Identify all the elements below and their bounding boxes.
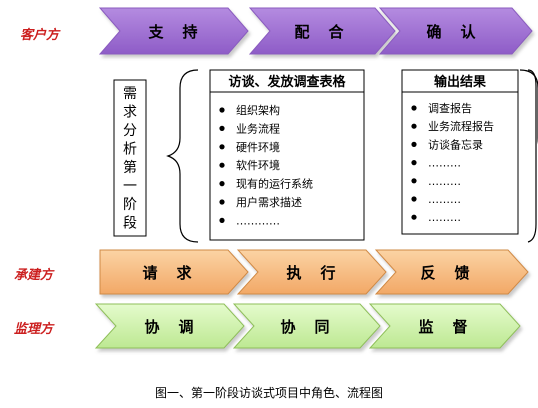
supervisor-step-2: 协 同	[280, 318, 331, 336]
output-item: ………	[428, 193, 461, 206]
output-item: 访谈备忘录	[428, 137, 483, 151]
supervisor-chevron-2	[232, 303, 381, 349]
contractor-row: 请 求 执 行 反 馈	[99, 249, 529, 295]
client-row: 支 持 配 合 确 认	[98, 7, 533, 55]
brace-left	[166, 69, 199, 243]
survey-item: 组织架构	[236, 103, 280, 117]
phase-label-char: 段	[123, 216, 137, 232]
output-bullet	[411, 214, 417, 220]
output-bullet	[411, 160, 417, 166]
output-bullet	[411, 123, 417, 129]
brace-right	[519, 69, 538, 145]
supervisor-step-1: 协 调	[144, 318, 195, 336]
brace-right-lower	[527, 69, 537, 243]
output-bullet	[411, 105, 417, 111]
contractor-step-3: 反 馈	[420, 264, 471, 282]
output-bullet	[411, 178, 417, 184]
output-item: ………	[428, 175, 461, 188]
survey-bullet	[219, 144, 225, 150]
survey-item: …………	[236, 214, 280, 227]
contractor-step-1: 请 求	[142, 264, 193, 282]
survey-item: 硬件环境	[236, 140, 280, 154]
survey-bullet	[219, 199, 225, 205]
supervisor-row: 协 调 协 同 监 督	[94, 303, 521, 349]
survey-bullet	[219, 125, 225, 131]
survey-item: 用户需求描述	[236, 195, 302, 209]
supervisor-chevron-3	[368, 303, 521, 349]
phase-label-char: 求	[123, 105, 137, 121]
client-step-2: 配 合	[294, 23, 345, 41]
output-item: ………	[428, 211, 461, 224]
survey-item: 软件环境	[236, 158, 280, 172]
client-chevron-3	[378, 7, 533, 55]
phase-label-char: 一	[123, 179, 137, 195]
supervisor-chevron-1	[94, 303, 245, 349]
survey-item: 现有的运行系统	[236, 177, 313, 191]
client-step-3: 确 认	[426, 23, 477, 41]
client-chevron-1	[98, 7, 249, 55]
role-supervisor-label: 监理方	[14, 322, 54, 337]
survey-title: 访谈、发放调查表格	[228, 74, 346, 90]
phase-label-char: 分	[123, 123, 137, 139]
contractor-chevron-1	[99, 249, 249, 295]
phase-label-char: 需	[123, 86, 137, 102]
output-bullet	[411, 196, 417, 202]
phase-label-char: 第	[123, 159, 137, 176]
output-item: 业务流程报告	[428, 119, 494, 133]
role-contractor-label: 承建方	[14, 268, 54, 283]
supervisor-step-3: 监 督	[418, 318, 469, 336]
client-chevron-2	[248, 7, 396, 55]
phase-label-char: 析	[123, 142, 137, 158]
role-client-label: 客户方	[20, 28, 60, 43]
contractor-chevron-3	[374, 249, 529, 295]
contractor-step-2: 执 行	[286, 264, 337, 282]
output-item: ………	[428, 157, 461, 170]
output-title: 输出结果	[434, 74, 486, 90]
client-step-1: 支 持	[147, 23, 199, 41]
output-bullet	[411, 141, 417, 147]
figure-caption: 图一、第一阶段访谈式项目中角色、流程图	[154, 386, 383, 400]
contractor-chevron-2	[236, 249, 387, 295]
phase-label-char: 阶	[123, 197, 137, 213]
survey-bullet	[219, 162, 225, 168]
survey-bullet	[219, 107, 225, 113]
survey-item: 业务流程	[236, 121, 280, 135]
output-item: 调查报告	[428, 101, 472, 115]
survey-bullet	[219, 217, 225, 223]
survey-bullet	[219, 181, 225, 187]
